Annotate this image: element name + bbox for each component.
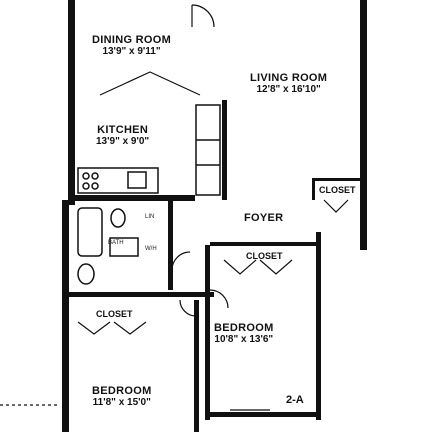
wall-left-lower (62, 200, 69, 432)
dining-room-name: DINING ROOM (92, 34, 172, 46)
dining-divider (99, 71, 201, 96)
kitchen-sink (127, 171, 147, 189)
bedroom2-dimensions: 11'8" x 15'0" (92, 397, 151, 408)
burner (91, 182, 99, 190)
burner (82, 182, 90, 190)
door-swing-bedroom1 (209, 289, 229, 309)
wall-hall-closet-top (210, 242, 320, 246)
bedroom1-name: BEDROOM (214, 322, 274, 334)
living-room-dimensions: 12'8" x 16'10" (256, 84, 321, 95)
door-swing-bedroom2 (179, 299, 197, 317)
bedroom2-name: BEDROOM (92, 385, 152, 397)
door-swings (77, 4, 349, 335)
wall-bath-bottom (69, 292, 214, 297)
door-swing-bath (171, 251, 191, 271)
wall-segments (62, 0, 367, 432)
kitchen-range-counter (77, 167, 159, 194)
living-room-name: LIVING ROOM (250, 72, 328, 84)
water-heater-label: W/H (145, 246, 157, 252)
closet-door-bedroom (77, 321, 147, 335)
bedroom2-label: BEDROOM 11'8" x 15'0" (92, 385, 152, 409)
sink (77, 263, 95, 285)
burner (82, 172, 90, 180)
kitchen-counter (195, 104, 221, 196)
unit-label: 2-A (286, 394, 304, 406)
wall-left-upper (68, 0, 75, 205)
kitchen-name: KITCHEN (97, 124, 149, 136)
bath-label: BATH (108, 240, 124, 246)
foyer-name: FOYER (244, 212, 284, 224)
foyer-closet-label: CLOSET (319, 185, 356, 195)
hall-closet-label: CLOSET (246, 251, 283, 261)
kitchen-dimensions: 13'9" x 9'0" (96, 136, 150, 147)
kitchen-fixtures (77, 104, 221, 196)
bedroom1-label: BEDROOM 10'8" x 13'6" (214, 322, 274, 346)
toilet (110, 208, 126, 228)
burner (91, 172, 99, 180)
kitchen-label: KITCHEN 13'9" x 9'0" (96, 124, 149, 148)
closet-door-hall (223, 259, 293, 275)
wall-bedroom1-left (205, 245, 210, 420)
wall-bedroom1-bottom (210, 412, 320, 417)
bedroom1-dimensions: 10'8" x 13'6" (214, 334, 274, 345)
wall-bedroom1-right (316, 232, 321, 420)
vanity (109, 237, 139, 257)
wall-foyer-closet-top (312, 178, 360, 181)
wall-foyer-closet-left (312, 178, 315, 200)
bedroom-closet-label: CLOSET (96, 309, 133, 319)
wall-right (360, 0, 367, 250)
window-marks (0, 404, 270, 411)
foyer-label: FOYER (244, 212, 283, 224)
dining-room-label: DINING ROOM 13'9" x 9'11" (92, 34, 171, 58)
dining-room-dimensions: 13'9" x 9'11" (102, 46, 161, 57)
wall-bath-right (168, 200, 173, 290)
wall-bedroom2-right (194, 300, 199, 432)
closet-door-foyer (323, 199, 349, 213)
bath-fixtures (77, 207, 139, 285)
bathtub (77, 207, 103, 257)
linen-label: LIN (145, 214, 155, 220)
wall-kitchen-right (222, 100, 227, 200)
living-room-label: LIVING ROOM 12'8" x 16'10" (250, 72, 327, 96)
door-swing-dining (191, 4, 215, 28)
wall-kitchen-bottom (75, 195, 195, 201)
